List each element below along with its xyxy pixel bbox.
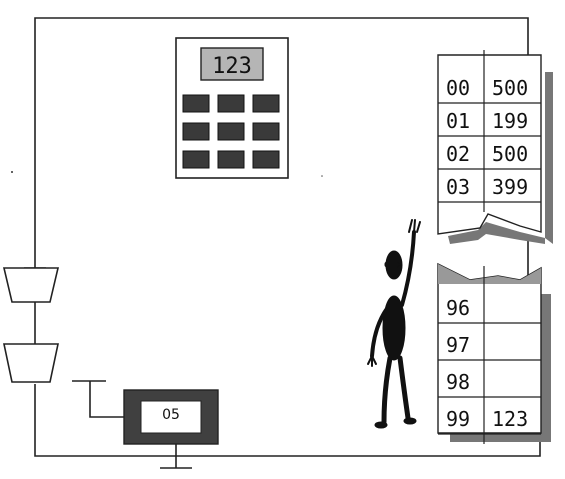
counter-reset-wire <box>89 381 124 418</box>
mailbox-value: 399 <box>492 175 528 199</box>
mailbox-value: 199 <box>492 109 528 133</box>
counter-screen-display <box>140 400 202 434</box>
calculator-key <box>217 94 245 113</box>
mailbox-address: 97 <box>446 333 470 357</box>
little-man-raised-hand <box>408 219 421 233</box>
mailboxes-lower-shadow-right <box>541 294 551 440</box>
mailboxes-lower-rows: 96 97 98 99 123 <box>438 266 541 444</box>
mailboxes-lower-shadow-bottom <box>450 433 551 442</box>
input-basket-body <box>2 267 60 303</box>
room-bottom-wall <box>34 384 541 457</box>
calculator-keypad <box>182 94 280 169</box>
mailbox-value: 500 <box>492 142 528 166</box>
mailboxes-upper-shadow <box>545 72 553 244</box>
calculator-key <box>217 150 245 169</box>
calculator-key <box>252 122 280 141</box>
little-man-left-leg <box>381 355 393 425</box>
mailbox-address: 03 <box>446 175 470 199</box>
mailboxes-upper-frame <box>437 54 542 235</box>
mailboxes-lower: 96 97 98 99 123 <box>437 262 551 444</box>
mailbox-address: 02 <box>446 142 470 166</box>
little-man-raised-arm <box>400 230 416 307</box>
mailbox-address: 99 <box>446 407 470 431</box>
calculator-display <box>200 47 264 81</box>
counter-screen-value: 05 <box>162 407 180 423</box>
mailboxes-upper-torn-shadow <box>448 222 545 244</box>
little-man-figure <box>367 219 421 429</box>
little-man-right-foot <box>403 417 417 425</box>
little-man-hat-brim <box>384 261 400 268</box>
scan-speck <box>321 175 323 177</box>
little-man-body <box>382 295 406 361</box>
calculator: 123 <box>175 37 289 179</box>
calculator-display-text: 123 <box>212 54 252 79</box>
mailbox-address: 96 <box>446 296 470 320</box>
mailbox-address: 00 <box>446 76 470 100</box>
mailbox-address: 98 <box>446 370 470 394</box>
mailboxes-upper-rows: 00 500 01 199 02 500 03 399 <box>438 50 541 212</box>
counter-screen: 05 <box>72 380 219 469</box>
scan-speck <box>11 171 13 173</box>
input-basket <box>2 267 60 303</box>
calculator-key <box>182 122 210 141</box>
calculator-key <box>252 94 280 113</box>
calculator-key <box>182 150 210 169</box>
room-top-wall <box>34 17 529 268</box>
little-man-right-leg <box>397 355 411 421</box>
little-man-left-foot <box>374 421 388 429</box>
mailboxes-lower-torn-edge <box>438 264 541 284</box>
calculator-key <box>217 122 245 141</box>
calculator-key <box>252 150 280 169</box>
little-man-lower-arm <box>370 308 388 358</box>
output-basket-body <box>3 343 59 383</box>
output-basket <box>3 343 59 383</box>
calculator-key <box>182 94 210 113</box>
mailbox-value: 123 <box>492 407 528 431</box>
mailboxes-upper: 00 500 01 199 02 500 03 399 <box>437 50 553 244</box>
little-man-lower-hand <box>367 355 377 367</box>
mailbox-address: 01 <box>446 109 470 133</box>
mailbox-value: 500 <box>492 76 528 100</box>
